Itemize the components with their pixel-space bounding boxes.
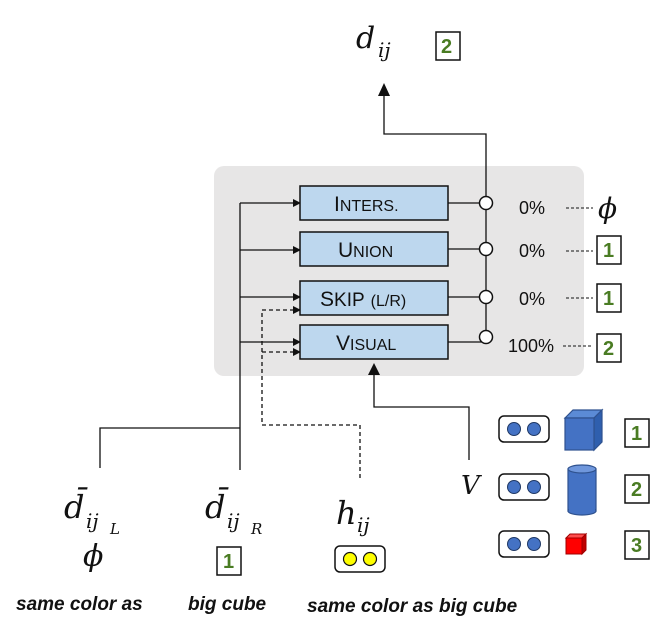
module-skip-suffix: (L/R) <box>371 293 407 310</box>
module-union-first: U <box>338 239 353 262</box>
output-label: d ij 2 <box>356 21 461 62</box>
module-inters-first: I <box>334 193 340 216</box>
object-row-1: 1 <box>498 408 650 452</box>
object-3-token-box <box>498 530 550 558</box>
module-union: UNION 0% 1 <box>299 231 622 267</box>
visual-symbol: V <box>461 471 482 501</box>
input-hidden-subscript: ij <box>357 513 370 537</box>
input-left: d̄ ij L ϕ same color as <box>16 487 143 615</box>
input-hidden-symbol: h <box>336 494 357 532</box>
cube-icon <box>563 408 604 452</box>
output-badge <box>435 31 461 61</box>
module-union-percent: 0% <box>519 241 545 261</box>
object-3-token-a <box>507 537 521 551</box>
hidden-token-2 <box>362 551 378 567</box>
input-left-value: ϕ <box>83 539 103 574</box>
module-visual-first: V <box>336 332 350 355</box>
input-right-subsub: R <box>250 520 262 538</box>
object-3-token-b <box>527 537 541 551</box>
input-right-badge-text: 1 <box>223 551 234 573</box>
module-inters-result: ϕ <box>598 192 617 225</box>
input-left-symbol: d̄ <box>64 487 88 526</box>
output-subscript: ij <box>378 38 391 62</box>
object-1-token-box <box>498 415 550 443</box>
object-2-token-a <box>507 480 521 494</box>
module-skip-badge <box>596 283 622 313</box>
object-2-token-box <box>498 473 550 501</box>
module-skip-result: 1 <box>603 288 614 310</box>
svg-text:INTERS.: INTERS. <box>334 193 399 216</box>
object-row-3: 3 <box>498 530 650 560</box>
module-visual-result: 2 <box>603 338 614 360</box>
input-left-caption: same color as <box>16 594 143 615</box>
input-hidden-caption: same color as big cube <box>307 596 518 617</box>
input-right-symbol: d̄ <box>205 487 229 526</box>
output-arrowhead <box>378 83 390 96</box>
object-2-badge-text: 2 <box>631 479 642 501</box>
input-hidden: h ij same color as big cube <box>307 494 518 617</box>
cylinder-icon <box>567 464 597 516</box>
selector-circle-visual <box>478 329 494 345</box>
module-union-badge <box>596 235 622 265</box>
object-1-badge <box>624 418 650 448</box>
svg-text:SKIP(L/R): SKIP (L/R) <box>320 288 406 311</box>
output-symbol: d <box>356 21 375 56</box>
hidden-input-wire <box>261 306 361 478</box>
selector-circle-skip <box>478 289 494 305</box>
module-visual-rest: ISUAL <box>350 337 396 354</box>
hidden-token-1 <box>342 551 358 567</box>
output-wire <box>383 88 487 196</box>
module-union-rest: NION <box>353 244 393 261</box>
module-visual-badge <box>596 333 622 363</box>
object-2-badge <box>624 474 650 504</box>
input-right-caption: big cube <box>188 594 267 615</box>
left-input-wire <box>99 427 240 468</box>
svg-text:UNION: UNION <box>338 239 393 262</box>
input-left-subscript: ij <box>86 509 99 533</box>
module-visual-percent: 100% <box>508 336 554 356</box>
visual-input-arrowhead <box>368 363 380 375</box>
small-cube-icon <box>564 532 588 556</box>
svg-text:VISUAL: VISUAL <box>336 332 396 355</box>
input-right-badge <box>216 546 242 576</box>
input-right: d̄ ij R 1 big cube <box>188 487 267 615</box>
object-1-badge-text: 1 <box>631 423 642 445</box>
module-skip-percent: 0% <box>519 289 545 309</box>
visual-input-wire <box>373 372 470 460</box>
input-right-subscript: ij <box>227 509 240 533</box>
module-inters-percent: 0% <box>519 198 545 218</box>
module-skip: SKIP (L/R) 0% 1 <box>299 280 622 316</box>
object-3-badge-text: 3 <box>631 535 642 557</box>
object-2-token-b <box>527 480 541 494</box>
module-inters: INTERS. 0% ϕ <box>299 185 617 225</box>
module-skip-rest: KIP <box>334 290 365 311</box>
module-visual: VISUAL 100% 2 <box>299 324 622 363</box>
module-inters-rest: NTERS. <box>340 198 399 215</box>
selector-circle-union <box>478 241 494 257</box>
object-1-token-b <box>527 422 541 436</box>
selector-circle-inters <box>478 195 494 211</box>
module-union-result: 1 <box>603 240 614 262</box>
object-1-token-a <box>507 422 521 436</box>
hidden-token-box <box>334 545 386 573</box>
object-row-2: 2 <box>498 464 650 516</box>
output-badge-text: 2 <box>441 36 452 58</box>
input-left-subsub: L <box>109 520 120 538</box>
module-skip-first: S <box>320 288 334 311</box>
object-3-badge <box>624 530 650 560</box>
